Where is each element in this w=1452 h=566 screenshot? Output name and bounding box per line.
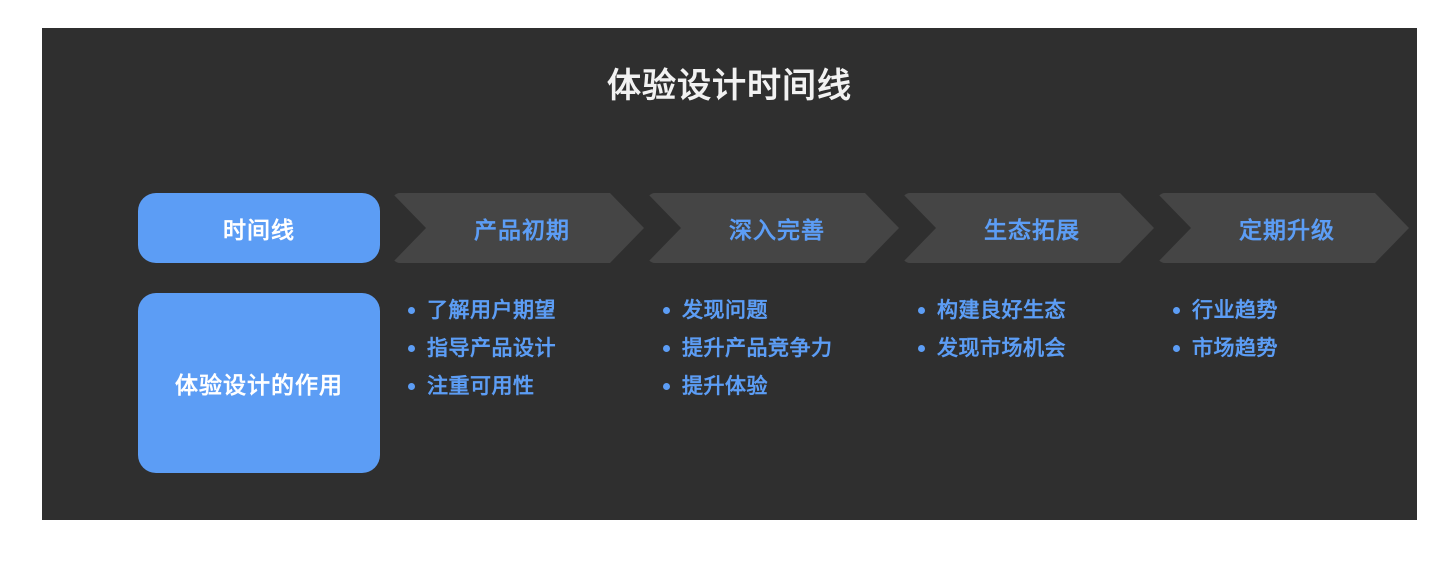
list-item: 行业趋势 xyxy=(1173,296,1423,326)
bullet-text: 提升体验 xyxy=(682,375,768,398)
bullet-dot-icon xyxy=(663,307,670,314)
bullet-text: 发现市场机会 xyxy=(937,337,1066,360)
bullet-column-0: 了解用户期望 指导产品设计 注重可用性 xyxy=(408,296,658,410)
timeline-step-0[interactable]: 时间线 xyxy=(138,193,380,263)
bullet-column-3: 行业趋势 市场趋势 xyxy=(1173,296,1423,372)
timeline-step-2[interactable]: 深入完善 xyxy=(647,193,899,263)
timeline-panel: 体验设计时间线 时间线 产品初期 深入完善 生态拓展 定期升级 体验设计的作用 xyxy=(42,28,1417,520)
timeline-step-3[interactable]: 生态拓展 xyxy=(902,193,1154,263)
list-item: 发现问题 xyxy=(663,296,913,326)
timeline-step-0-label: 时间线 xyxy=(223,217,295,243)
bullet-dot-icon xyxy=(1173,345,1180,352)
bullet-column-2: 构建良好生态 发现市场机会 xyxy=(918,296,1168,372)
bullet-text: 了解用户期望 xyxy=(427,299,556,322)
bullet-dot-icon xyxy=(1173,307,1180,314)
timeline-step-4-label: 定期升级 xyxy=(1239,217,1335,243)
bullet-text: 指导产品设计 xyxy=(427,337,556,360)
timeline-step-3-label: 生态拓展 xyxy=(984,217,1080,243)
list-item: 构建良好生态 xyxy=(918,296,1168,326)
role-card-label: 体验设计的作用 xyxy=(175,372,343,398)
list-item: 指导产品设计 xyxy=(408,334,658,364)
timeline-content-row: 体验设计的作用 了解用户期望 指导产品设计 注重可用性 xyxy=(96,293,1386,488)
bullet-text: 发现问题 xyxy=(682,299,768,322)
bullet-column-1: 发现问题 提升产品竞争力 提升体验 xyxy=(663,296,913,410)
timeline-step-1[interactable]: 产品初期 xyxy=(392,193,644,263)
bullet-text: 行业趋势 xyxy=(1192,299,1278,322)
list-item: 发现市场机会 xyxy=(918,334,1168,364)
page-title: 体验设计时间线 xyxy=(607,67,852,105)
bullet-dot-icon xyxy=(408,345,415,352)
bullet-text: 构建良好生态 xyxy=(937,299,1066,322)
timeline-step-4[interactable]: 定期升级 xyxy=(1157,193,1409,263)
bullet-text: 注重可用性 xyxy=(427,375,535,398)
bullet-text: 提升产品竞争力 xyxy=(682,337,833,360)
bullet-dot-icon xyxy=(663,383,670,390)
bullet-text: 市场趋势 xyxy=(1192,337,1278,360)
role-card[interactable]: 体验设计的作用 xyxy=(138,293,380,473)
list-item: 了解用户期望 xyxy=(408,296,658,326)
bullet-dot-icon xyxy=(408,383,415,390)
timeline-step-1-label: 产品初期 xyxy=(474,217,570,243)
bullet-dot-icon xyxy=(918,307,925,314)
list-item: 提升产品竞争力 xyxy=(663,334,913,364)
timeline-step-2-label: 深入完善 xyxy=(729,217,825,243)
timeline-steps-row: 时间线 产品初期 深入完善 生态拓展 定期升级 xyxy=(96,193,1386,263)
list-item: 注重可用性 xyxy=(408,372,658,402)
bullet-dot-icon xyxy=(918,345,925,352)
bullet-dot-icon xyxy=(663,345,670,352)
list-item: 市场趋势 xyxy=(1173,334,1423,364)
bullet-dot-icon xyxy=(408,307,415,314)
list-item: 提升体验 xyxy=(663,372,913,402)
